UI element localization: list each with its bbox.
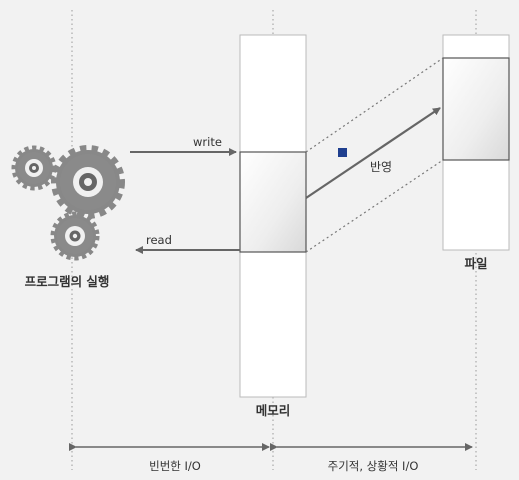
periodic-io-label: 주기적, 상황적 I/O bbox=[328, 459, 419, 473]
file-label: 파일 bbox=[464, 256, 487, 271]
projection-line-top bbox=[305, 57, 444, 153]
memory-block bbox=[239, 151, 307, 253]
square-marker bbox=[338, 148, 347, 157]
program-execution-label: 프로그램의 실행 bbox=[25, 274, 110, 289]
file-block bbox=[442, 57, 510, 161]
gears-icon bbox=[11, 145, 125, 261]
reflect-label: 반영 bbox=[370, 160, 392, 174]
frequent-io-label: 빈번한 I/O bbox=[149, 459, 201, 473]
write-label: write bbox=[193, 135, 222, 149]
reflect-arrow bbox=[305, 107, 441, 199]
memory-label: 메모리 bbox=[256, 403, 291, 418]
read-label: read bbox=[146, 233, 172, 247]
